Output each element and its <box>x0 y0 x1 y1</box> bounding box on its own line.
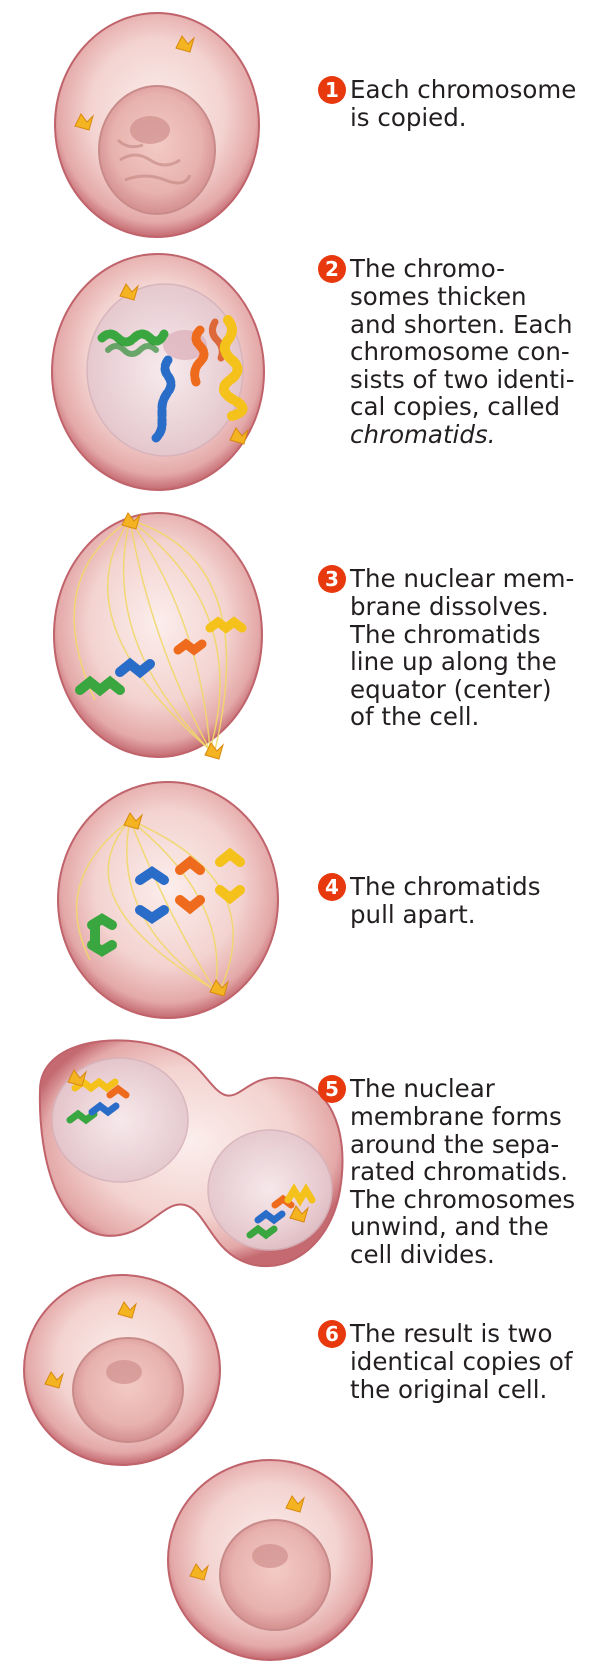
caption-line: of the cell. <box>318 703 613 731</box>
caption-line: is copied. <box>318 104 613 132</box>
step-number-badge: 3 <box>318 565 346 593</box>
caption-line: The chromosomes <box>318 1186 613 1214</box>
caption-line: brane dissolves. <box>318 593 613 621</box>
caption-line: around the sepa- <box>318 1131 613 1159</box>
caption-line: pull apart. <box>318 901 613 929</box>
stage-4-cell <box>58 782 278 1018</box>
stage-1-cell <box>55 13 259 237</box>
caption-line: Each chromosome <box>350 75 576 104</box>
caption-line: cell divides. <box>318 1241 613 1269</box>
step-number-badge: 6 <box>318 1320 346 1348</box>
caption-line: unwind, and the <box>318 1213 613 1241</box>
caption-line: The nuclear <box>350 1074 495 1103</box>
caption-line: The chromatids <box>318 621 613 649</box>
caption-line: and shorten. Each <box>318 311 613 339</box>
caption-line: The result is two <box>350 1319 552 1348</box>
stage-5-cell <box>40 1040 343 1266</box>
step-number-badge: 4 <box>318 873 346 901</box>
caption-line: identical copies of <box>318 1348 613 1376</box>
caption-line: The nuclear mem- <box>350 564 574 593</box>
caption-line: The chromatids <box>350 872 541 901</box>
step-number-badge: 5 <box>318 1075 346 1103</box>
stage-3-cell <box>54 513 262 759</box>
caption-line: line up along the <box>318 648 613 676</box>
caption-line: somes thicken <box>318 283 613 311</box>
stage-2-cell <box>52 254 264 490</box>
caption-line: equator (center) <box>318 676 613 704</box>
caption-term-chromatids: chromatids. <box>318 421 613 449</box>
caption-line: the original cell. <box>318 1376 613 1404</box>
step-number-badge: 1 <box>318 76 346 104</box>
caption-line: membrane forms <box>318 1103 613 1131</box>
caption-line: chromosome con- <box>318 338 613 366</box>
caption-line: rated chromatids. <box>318 1158 613 1186</box>
step-number-badge: 2 <box>318 255 346 283</box>
caption-line: cal copies, called <box>318 393 613 421</box>
caption-line: sists of two identi- <box>318 366 613 394</box>
caption-line: The chromo- <box>350 254 505 283</box>
